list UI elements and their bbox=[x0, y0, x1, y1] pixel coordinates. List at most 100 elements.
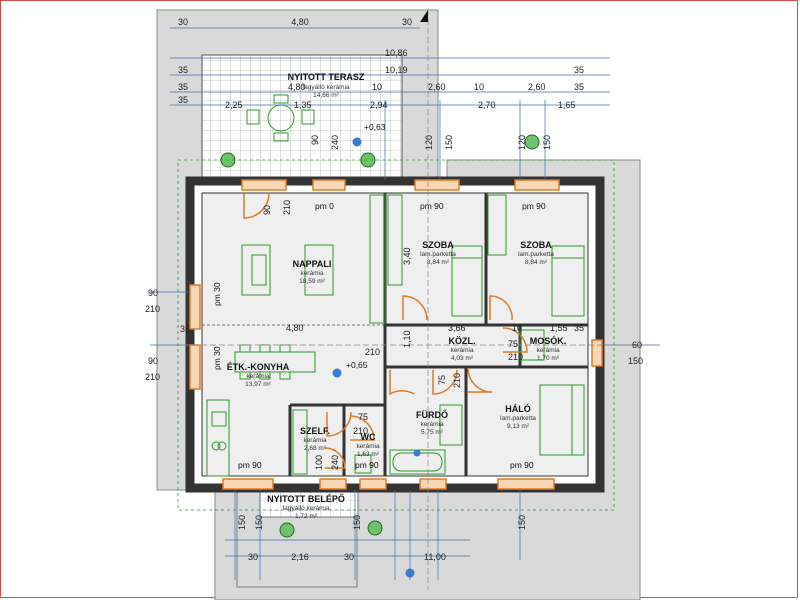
level-terrace: +0,63 bbox=[364, 122, 386, 132]
room-terrace-name: NYITOTT TERASZ bbox=[288, 72, 365, 82]
dim-top1-left: 30 bbox=[178, 17, 188, 27]
doors bbox=[243, 192, 528, 469]
inner-dimensions: 4,80 3,66 10 1,55 35 210 75 210 90 210 7… bbox=[262, 200, 584, 470]
dim-inner: 75 bbox=[358, 412, 368, 422]
room-kitchen-name: ÉTK.-KONYHA bbox=[227, 362, 290, 372]
dim-top1-right: 30 bbox=[402, 17, 412, 27]
dim-vert-top-d: 150 bbox=[444, 135, 454, 150]
dim-top5-e: 1,65 bbox=[558, 100, 576, 110]
room-bedroom-area: 9,13 m² bbox=[507, 423, 530, 430]
window-label: pm 90 bbox=[420, 201, 444, 211]
level-interior: +0,65 bbox=[346, 360, 368, 370]
dim-vert-top-a: 90 bbox=[310, 135, 320, 145]
dim-top5-a: 2,25 bbox=[225, 100, 243, 110]
dim-top4-left: 35 bbox=[178, 82, 188, 92]
dim-inner: 240 bbox=[330, 455, 340, 470]
dim-vert-top-c: 120 bbox=[424, 135, 434, 150]
dim-inner: 10 bbox=[512, 323, 522, 333]
dim-bottom1-left: 30 bbox=[248, 552, 258, 562]
room-pantry-area: 2,68 m² bbox=[304, 445, 327, 452]
dim-bottom-vert: 150 bbox=[254, 515, 264, 530]
dim-left-a: 90 bbox=[148, 288, 158, 298]
dim-top5-left: 35 bbox=[178, 95, 188, 105]
dim-top4-f: 35 bbox=[574, 82, 584, 92]
dim-inner: 210 bbox=[452, 373, 462, 388]
room-2-name: SZOBA bbox=[520, 240, 552, 250]
room-hall-floor: kerámia bbox=[450, 347, 474, 354]
room-kitchen-floor: kerámia bbox=[246, 373, 270, 380]
dim-left-d: 90 bbox=[148, 356, 158, 366]
dim-bottom-vert: 150 bbox=[352, 515, 362, 530]
dim-bottom-vert: 150 bbox=[237, 515, 247, 530]
room-laundry-name: MOSÓK. bbox=[530, 335, 567, 346]
room-living-floor: kerámia bbox=[300, 270, 324, 277]
window-labels: pm 0 pm 90 pm 90 pm 30 pm 30 pm 90 pm 90… bbox=[212, 201, 546, 470]
room-pantry-name: SZELF. bbox=[300, 426, 330, 436]
dim-inner: 210 bbox=[365, 347, 380, 357]
dim-top4-a: 4,80 bbox=[288, 82, 306, 92]
room-terrace-area: 14,66 m² bbox=[313, 92, 339, 99]
room-entrance-floor: fagyálló kerámia bbox=[282, 505, 330, 512]
window-label: pm 90 bbox=[238, 460, 262, 470]
room-entrance-name: NYITOTT BELÉPŐ bbox=[267, 493, 345, 504]
room-living-name: NAPPALI bbox=[293, 259, 332, 269]
house-walls bbox=[185, 176, 605, 493]
dim-top4-d: 10 bbox=[474, 82, 484, 92]
dim-top5-b: 1,35 bbox=[294, 100, 312, 110]
dim-inner: 1,55 bbox=[550, 323, 568, 333]
room-bedroom-name: HÁLÓ bbox=[505, 403, 531, 414]
dim-bottom2: 11,00 bbox=[424, 552, 446, 562]
dim-vert-top-e: 120 bbox=[517, 135, 527, 150]
room-2-area: 8,84 m² bbox=[525, 259, 548, 266]
window-label: pm 30 bbox=[212, 282, 222, 306]
dim-vert-top-b: 240 bbox=[330, 135, 340, 150]
dimension-lines bbox=[150, 10, 660, 590]
dim-inner: 4,80 bbox=[286, 323, 304, 333]
north-arrow bbox=[420, 10, 428, 22]
room-bath-area: 5,75 m² bbox=[421, 429, 444, 436]
dim-top4-b: 10 bbox=[372, 82, 382, 92]
dim-bottom-vert: 150 bbox=[517, 515, 527, 530]
green-dashed-lines bbox=[177, 159, 615, 511]
dim-top5-c: 2,94 bbox=[370, 100, 388, 110]
window-label: pm 30 bbox=[212, 346, 222, 370]
room-bedroom-floor: lam.parketta bbox=[500, 415, 536, 422]
room-wc-floor: kerámia bbox=[356, 443, 380, 450]
dim-top1-main: 4,80 bbox=[291, 17, 309, 27]
dim-inner: 210 bbox=[508, 352, 523, 362]
dim-right-b: 150 bbox=[628, 356, 643, 366]
dim-inner: 210 bbox=[353, 426, 368, 436]
dim-top3-left: 35 bbox=[178, 65, 188, 75]
room-entrance-area: 1,72 m² bbox=[295, 513, 318, 520]
dim-top4-c: 2,60 bbox=[428, 82, 446, 92]
dim-top5-d: 2,70 bbox=[478, 100, 496, 110]
plants bbox=[220, 134, 540, 538]
dim-left-e: 210 bbox=[145, 372, 160, 382]
room-wc-area: 1,63 m² bbox=[357, 451, 380, 458]
dim-top3-right: 35 bbox=[574, 65, 584, 75]
room-2-floor: lam.parketta bbox=[518, 251, 554, 258]
dim-vert-top-f: 150 bbox=[542, 135, 552, 150]
room-terrace-floor: fagyálló kerámia bbox=[302, 84, 350, 91]
dim-inner: 75 bbox=[508, 339, 518, 349]
room-pantry-floor: kerámia bbox=[303, 437, 327, 444]
room-laundry-floor: kerámia bbox=[536, 347, 560, 354]
room-hall-name: KÖZL. bbox=[449, 336, 476, 346]
bottom-dimensions: 30 2,16 30 11,00 150 150 150 150 bbox=[237, 515, 527, 562]
windows bbox=[189, 179, 603, 490]
dim-inner: 1,10 bbox=[402, 330, 412, 348]
dim-inner: 90 bbox=[262, 205, 272, 215]
room-labels: NYITOTT TERASZ fagyálló kerámia 14,66 m²… bbox=[227, 72, 567, 520]
side-dimensions: 90 210 35 90 210 60 150 bbox=[145, 288, 643, 382]
room-hall-area: 4,03 m² bbox=[451, 355, 474, 362]
dim-top3: 10,19 bbox=[385, 65, 408, 75]
dim-top2: 10,86 bbox=[385, 48, 408, 58]
dim-bottom1-main: 2,16 bbox=[291, 552, 309, 562]
dim-bottom1-right: 30 bbox=[344, 552, 354, 562]
dim-inner: 35 bbox=[574, 323, 584, 333]
room-1-floor: lam.parketta bbox=[420, 251, 456, 258]
dim-inner: 3,40 bbox=[402, 247, 412, 265]
room-laundry-area: 1,70 m² bbox=[537, 355, 560, 362]
window-label: pm 90 bbox=[355, 460, 379, 470]
